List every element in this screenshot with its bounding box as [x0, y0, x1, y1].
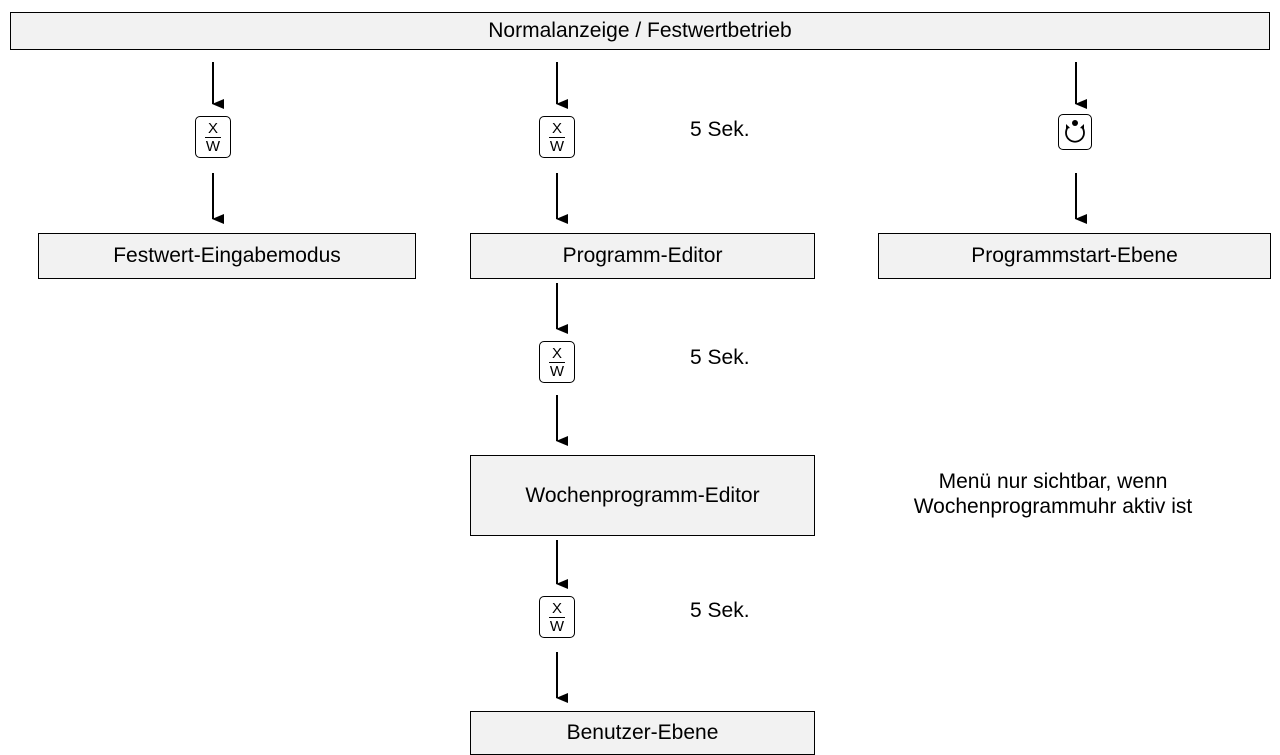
normal-display-label: Normalanzeige / Festwertbetrieb [488, 19, 792, 42]
programm-editor-box: Programm-Editor [470, 233, 815, 279]
wochenprogramm-editor-box: Wochenprogramm-Editor [470, 455, 815, 536]
hold-duration-label: 5 Sek. [690, 599, 750, 622]
hold-duration-label: 5 Sek. [690, 346, 750, 369]
visibility-note: Menü nur sichtbar, wenn Wochenprogrammuh… [913, 470, 1193, 518]
benutzer-ebene-box: Benutzer-Ebene [470, 711, 815, 755]
hold-duration-label: 5 Sek. [690, 118, 750, 141]
xw-key-icon: X W [539, 596, 575, 638]
xw-key-icon: X W [195, 116, 231, 158]
festwert-box: Festwert-Eingabemodus [38, 233, 416, 279]
programmstart-box: Programmstart-Ebene [878, 233, 1271, 279]
program-start-icon [1065, 120, 1085, 143]
normal-display-box: Normalanzeige / Festwertbetrieb [10, 12, 1270, 50]
xw-key-icon: X W [539, 116, 575, 158]
program-start-key-icon [1058, 114, 1092, 150]
xw-key-icon: X W [539, 341, 575, 383]
